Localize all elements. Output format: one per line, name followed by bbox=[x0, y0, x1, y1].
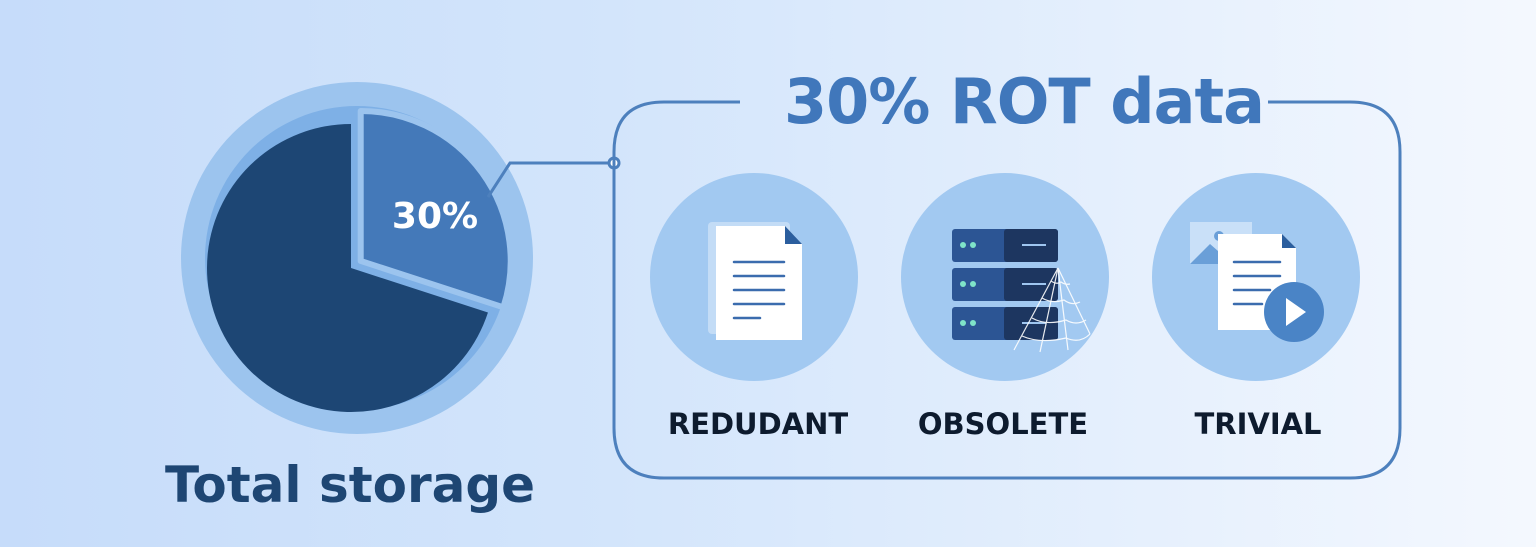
category-label-trivial: TRIVIAL bbox=[1194, 407, 1322, 441]
server-cobweb-icon bbox=[901, 173, 1109, 381]
category-label-redundant: REDUDANT bbox=[667, 407, 849, 441]
cobweb bbox=[1013, 267, 1091, 353]
pie-main-segment bbox=[206, 124, 488, 412]
category-label-obsolete: OBSOLETE bbox=[917, 407, 1089, 441]
rot-frame bbox=[612, 100, 1402, 480]
rot-title: 30% ROT data bbox=[783, 65, 1265, 138]
rot-percent-label: 30% bbox=[391, 196, 479, 237]
media-file-icon bbox=[1152, 173, 1360, 381]
total-storage-caption: Total storage bbox=[164, 456, 536, 514]
document-icon bbox=[650, 173, 858, 381]
storage-pie bbox=[181, 82, 533, 434]
pie-rot-segment bbox=[357, 107, 514, 311]
